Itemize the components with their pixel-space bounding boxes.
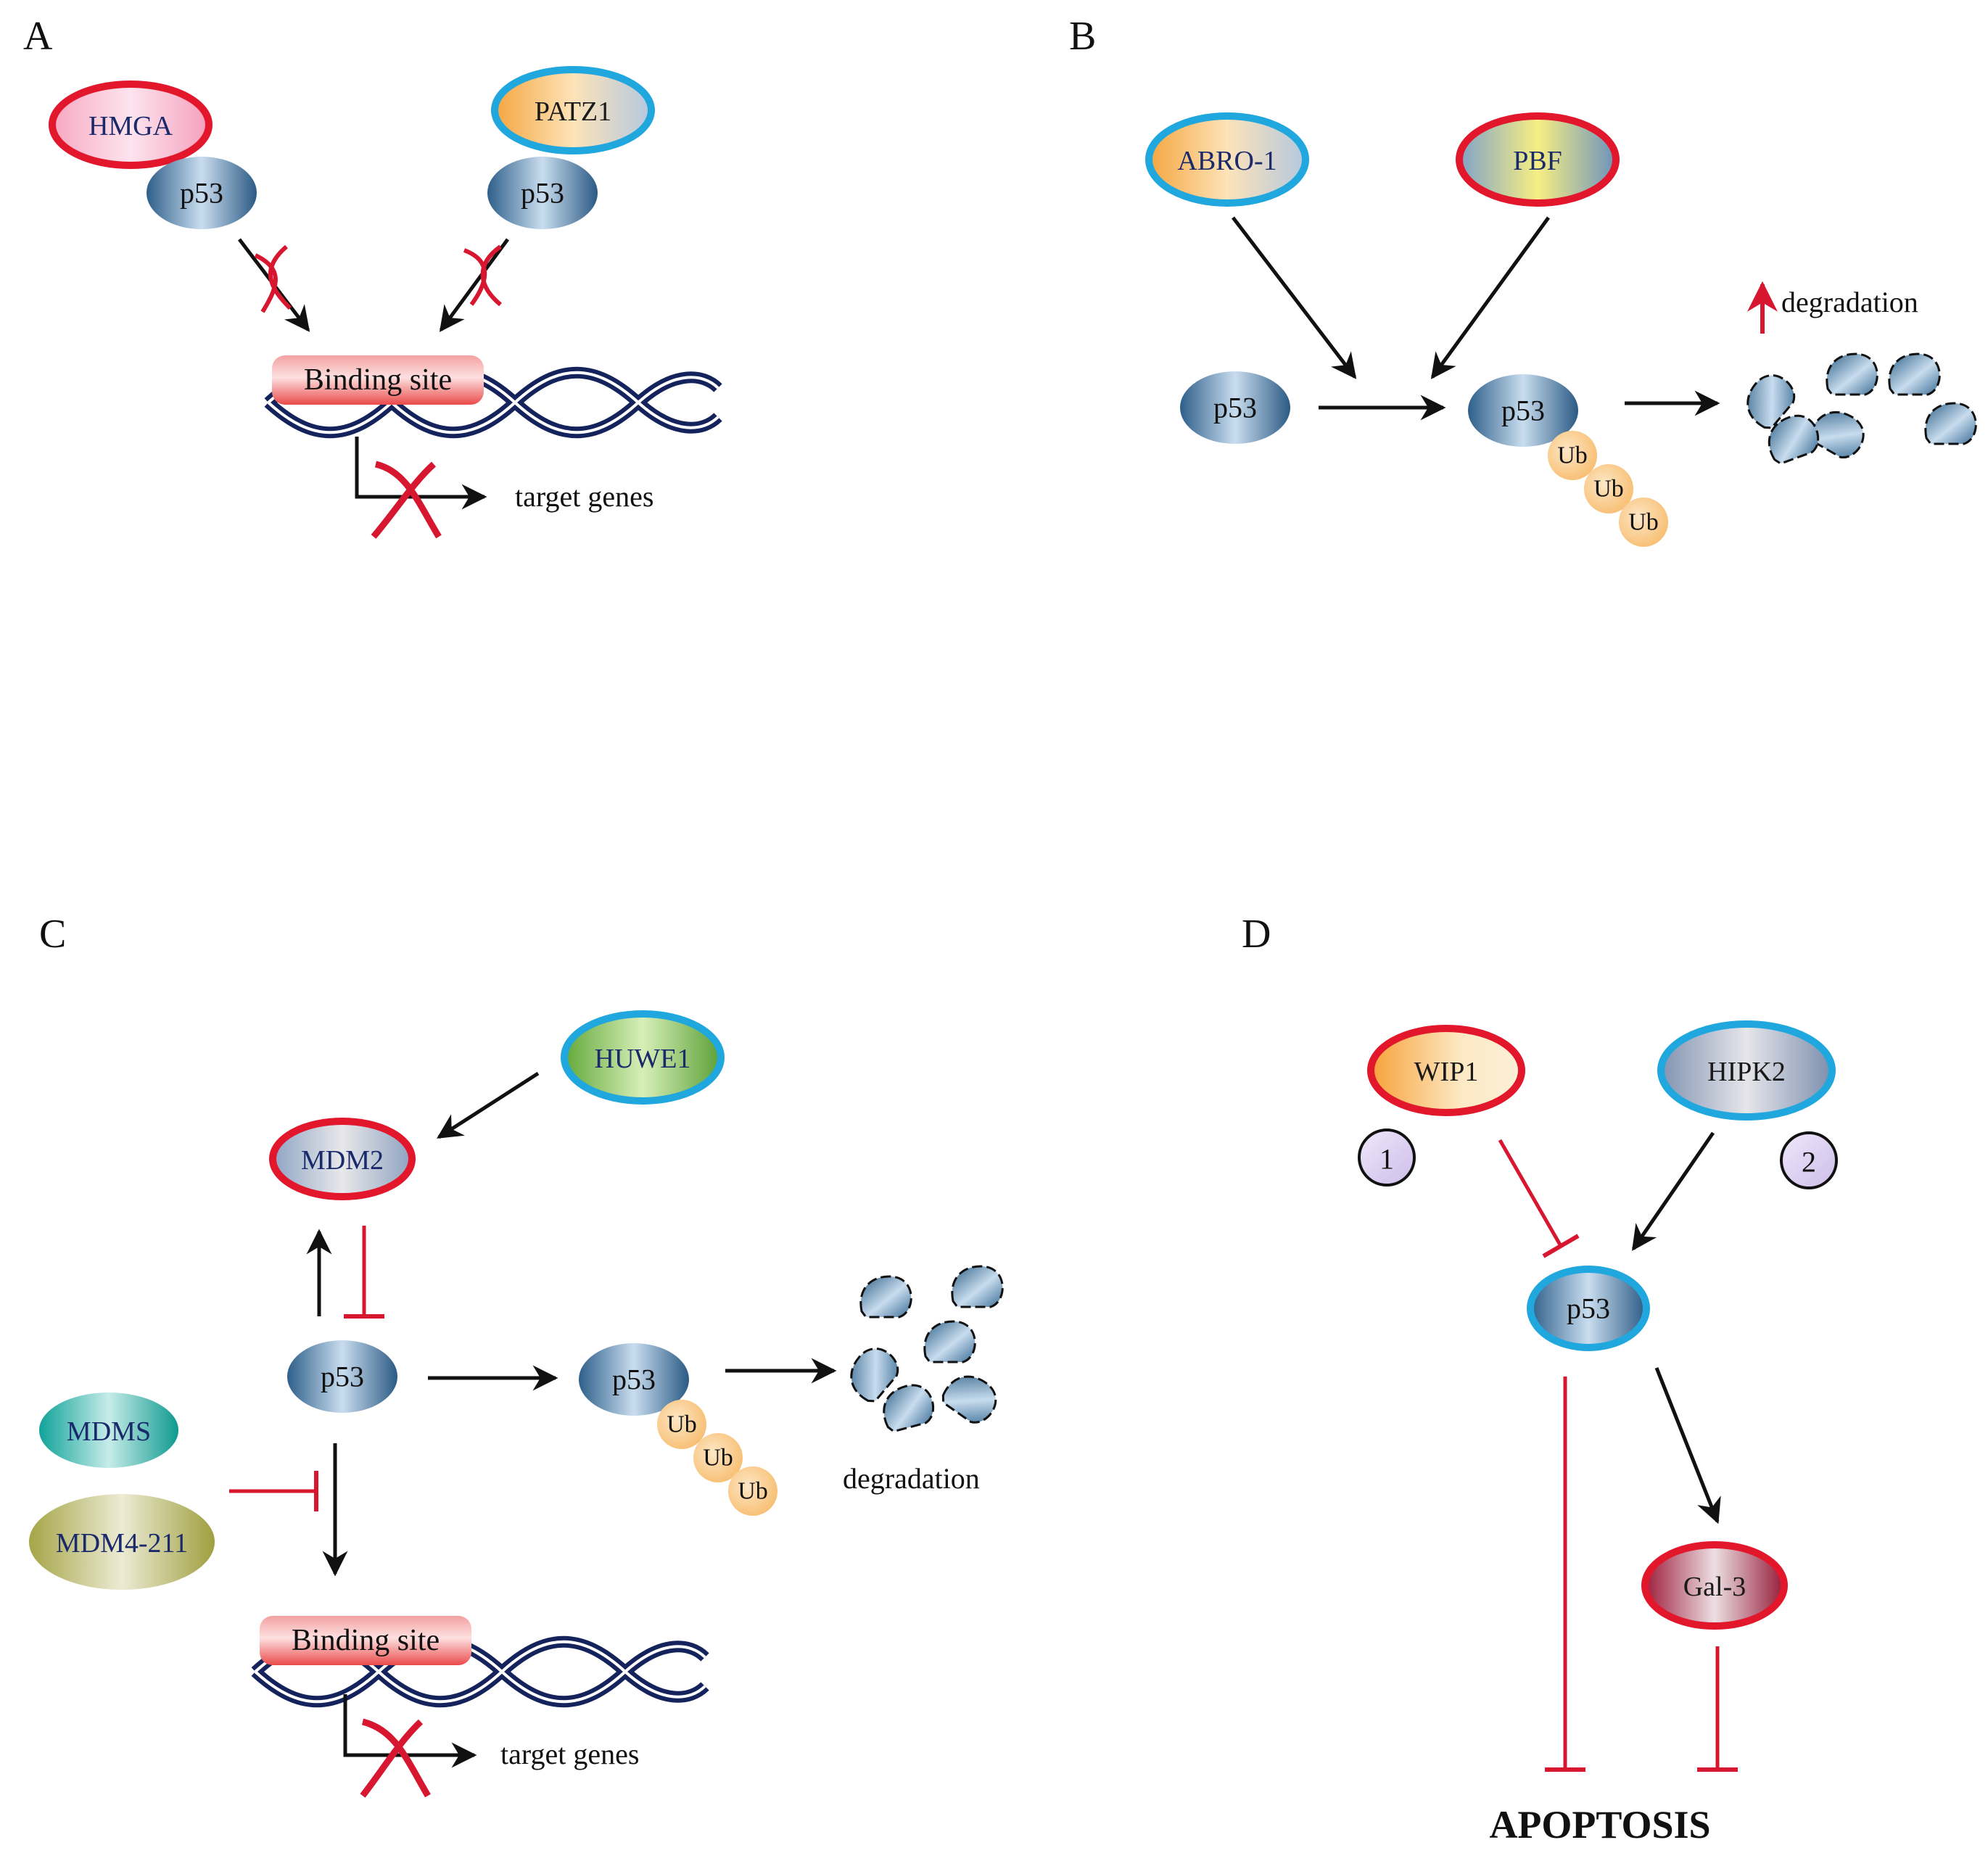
transcription-arrow-c bbox=[343, 1694, 477, 1768]
arrow-abro1 bbox=[1232, 216, 1357, 379]
target-genes-label-a: target genes bbox=[515, 480, 653, 513]
transcription-arrow-a bbox=[355, 437, 487, 510]
hipk2-node: HIPK2 bbox=[1657, 1020, 1836, 1121]
number-badge-2: 2 bbox=[1780, 1131, 1838, 1189]
p53-node-a-left: p53 bbox=[147, 157, 257, 229]
pbf-label: PBF bbox=[1513, 146, 1562, 176]
patz1-node: PATZ1 bbox=[491, 66, 655, 154]
degradation-label-b: degradation bbox=[1781, 286, 1918, 318]
arrow-hipk2-p53 bbox=[1631, 1131, 1715, 1251]
panel-b: B ABRO-1 PBF p53 p53 Ub Ub Ub bbox=[1069, 14, 1977, 547]
gal3-node: Gal-3 bbox=[1641, 1541, 1788, 1630]
gal3-label: Gal-3 bbox=[1683, 1572, 1746, 1602]
number-badge-1-label: 1 bbox=[1379, 1143, 1394, 1176]
mdm2-node: MDM2 bbox=[269, 1118, 416, 1200]
ub-chain-c: Ub Ub Ub bbox=[657, 1400, 778, 1516]
number-badge-2-label: 2 bbox=[1802, 1146, 1816, 1179]
ub-label-b-2: Ub bbox=[1593, 476, 1624, 503]
p53-label-d: p53 bbox=[1567, 1292, 1610, 1325]
block-cross-a-right bbox=[463, 244, 502, 307]
mdms-node: MDMS bbox=[39, 1392, 178, 1468]
binding-site-c: Binding site bbox=[260, 1616, 471, 1665]
mdms-label: MDMS bbox=[67, 1416, 151, 1447]
hipk2-label: HIPK2 bbox=[1707, 1057, 1786, 1087]
wip1-node: WIP1 bbox=[1367, 1025, 1525, 1116]
degradation-label-c: degradation bbox=[843, 1462, 980, 1495]
arrow-patz1-p53-to-binding bbox=[439, 238, 510, 332]
patz1-label: PATZ1 bbox=[535, 96, 611, 127]
wip1-label: WIP1 bbox=[1414, 1057, 1479, 1087]
ub-label-c-1: Ub bbox=[667, 1411, 697, 1438]
ub-label-c-2: Ub bbox=[703, 1445, 733, 1472]
inhibit-wip1-p53 bbox=[1498, 1139, 1563, 1247]
panel-d-letter: D bbox=[1242, 912, 1271, 957]
p53-label-a-right: p53 bbox=[521, 177, 564, 210]
binding-site-label-c: Binding site bbox=[292, 1624, 440, 1657]
apoptosis-label: APOPTOSIS bbox=[1489, 1803, 1710, 1846]
degradation-fragments-b bbox=[1736, 352, 1977, 467]
block-cross-a-genes bbox=[371, 461, 442, 539]
panel-a: A HMGA p53 PATZ1 p53 Bindi bbox=[23, 14, 718, 539]
inhibit-bar-wip1-p53 bbox=[1542, 1234, 1580, 1258]
p53-label-c-free: p53 bbox=[321, 1361, 364, 1393]
huwe1-label: HUWE1 bbox=[595, 1044, 691, 1074]
binding-site-label-a: Binding site bbox=[304, 363, 452, 397]
pbf-node: PBF bbox=[1456, 112, 1620, 207]
ub-label-c-3: Ub bbox=[738, 1478, 768, 1505]
p53-node-a-right: p53 bbox=[487, 157, 598, 229]
target-genes-label-c: target genes bbox=[500, 1738, 639, 1770]
huwe1-node: HUWE1 bbox=[561, 1010, 725, 1105]
ub-chain-b: Ub Ub Ub bbox=[1548, 431, 1668, 547]
panel-c: C HUWE1 MDM2 p53 p53 Ub Ub Ub bbox=[29, 912, 1005, 1798]
p53-label-b-ub: p53 bbox=[1501, 395, 1545, 427]
panel-a-letter: A bbox=[23, 14, 53, 59]
panel-c-letter: C bbox=[39, 912, 66, 957]
p53-label-b-free: p53 bbox=[1213, 392, 1257, 424]
hmga-label: HMGA bbox=[88, 111, 173, 141]
p53-node-b-ub: p53 bbox=[1468, 374, 1578, 447]
arrow-p53-gal3 bbox=[1654, 1367, 1721, 1524]
p53-node-b-free: p53 bbox=[1180, 371, 1290, 444]
arrow-huwe1-mdm2 bbox=[437, 1071, 540, 1139]
abro1-node: ABRO-1 bbox=[1145, 112, 1309, 207]
degradation-fragments-c bbox=[839, 1265, 1005, 1435]
p53-label-c-ub: p53 bbox=[612, 1363, 656, 1396]
p53-node-c-free: p53 bbox=[287, 1340, 397, 1413]
binding-site-a: Binding site bbox=[272, 355, 484, 405]
mdm4-211-node: MDM4-211 bbox=[29, 1494, 215, 1590]
panel-b-letter: B bbox=[1069, 14, 1096, 59]
block-cross-a-left bbox=[254, 244, 292, 313]
arrow-pbf bbox=[1430, 216, 1551, 379]
block-cross-c-genes bbox=[360, 1718, 431, 1798]
p53-node-d: p53 bbox=[1527, 1266, 1650, 1351]
abro1-label: ABRO-1 bbox=[1177, 146, 1276, 176]
ub-label-b-3: Ub bbox=[1628, 509, 1659, 536]
p53-node-c-ub: p53 bbox=[579, 1343, 689, 1416]
mdm4-211-label: MDM4-211 bbox=[56, 1528, 188, 1559]
ub-label-b-1: Ub bbox=[1557, 442, 1588, 469]
panel-d: D WIP1 HIPK2 1 2 p53 Gal-3 bbox=[1242, 912, 1838, 1846]
number-badge-1: 1 bbox=[1358, 1128, 1416, 1187]
p53-label-a-left: p53 bbox=[180, 177, 223, 210]
hmga-node: HMGA bbox=[49, 81, 213, 169]
mdm2-label: MDM2 bbox=[301, 1145, 384, 1176]
